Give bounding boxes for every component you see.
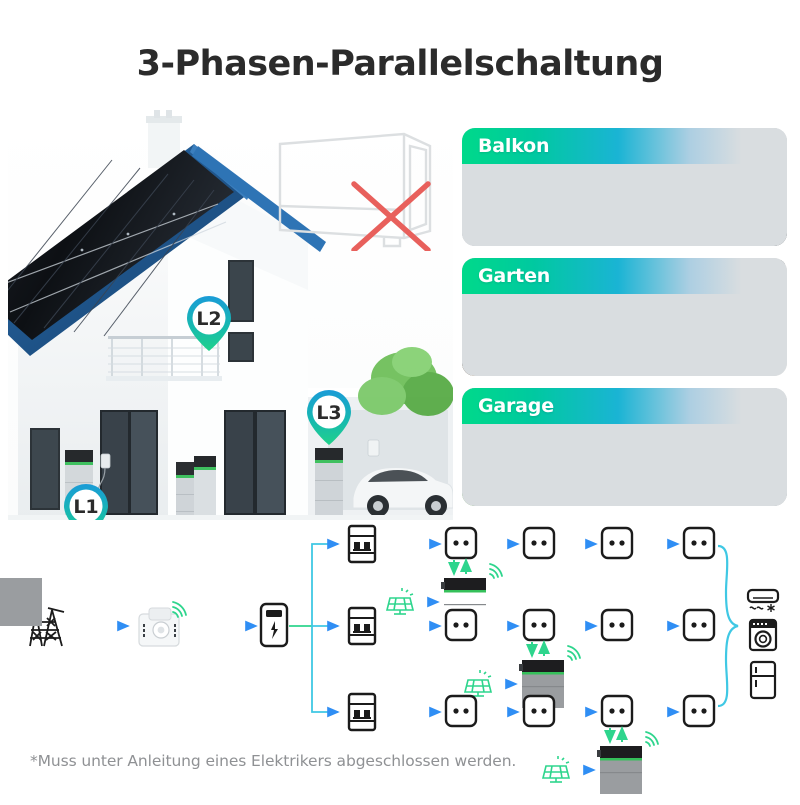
wifi-signal-icon xyxy=(645,731,659,747)
page-title: 3-Phasen-Parallelschaltung xyxy=(136,44,664,84)
garage-label: Garage xyxy=(478,395,554,417)
scenario-card-garage[interactable]: Garage xyxy=(462,388,787,506)
wall-socket-icon xyxy=(522,694,556,728)
solar-panel-icon xyxy=(463,670,493,697)
balkon-label: Balkon xyxy=(478,135,550,157)
circuit-breaker-icon xyxy=(347,524,377,564)
balcony-railing xyxy=(106,336,222,381)
solar-panel-icon xyxy=(385,588,415,615)
scenario-card-balkon[interactable]: Balkon xyxy=(462,128,787,246)
electric-car xyxy=(352,467,454,517)
wifi-signal-icon xyxy=(567,645,581,661)
wifi-signal-icon xyxy=(489,563,503,579)
wallbox-carport xyxy=(367,439,380,457)
circuit-breaker-icon xyxy=(347,606,377,646)
red-cross-icon xyxy=(351,181,431,253)
wall-socket-icon xyxy=(444,608,478,642)
battery-storage-unit-icon xyxy=(0,558,503,626)
distribution-box-icon xyxy=(259,602,289,648)
wall-socket-icon xyxy=(682,694,716,728)
wall-socket-icon xyxy=(600,694,634,728)
tree-decoration xyxy=(358,347,454,416)
wire-trunk-to-l1 xyxy=(311,538,340,626)
three-phase-parallel-wiring-diagram xyxy=(0,516,800,800)
garage-banner: Garage xyxy=(462,388,787,424)
wall-socket-icon xyxy=(522,608,556,642)
wall-socket-icon xyxy=(682,526,716,560)
washing-machine-icon xyxy=(748,618,778,652)
wall-socket-icon xyxy=(444,526,478,560)
appliance-group-brace xyxy=(717,544,739,708)
phase-marker-l1-label: L1 xyxy=(73,496,98,518)
house-svg: L1 L2 L3 xyxy=(0,110,454,539)
battery-unit-l3 xyxy=(315,448,343,520)
roof-solar-panels xyxy=(0,150,234,340)
phase-marker-l3: L3 xyxy=(307,390,351,445)
wall-socket-icon xyxy=(682,608,716,642)
wifi-signal-icon xyxy=(172,601,187,618)
battery-storage-unit-icon xyxy=(597,726,659,794)
wire-trunk-to-l3 xyxy=(311,626,340,718)
garten-label: Garten xyxy=(478,265,551,287)
garten-banner: Garten xyxy=(462,258,787,294)
footnote-text: *Muss unter Anleitung eines Elektrikers … xyxy=(30,752,517,770)
phase-marker-l3-label: L3 xyxy=(316,402,341,424)
battery-unit-upper xyxy=(194,456,216,518)
refrigerator-icon xyxy=(749,660,777,700)
scenario-card-garten[interactable]: Garten xyxy=(462,258,787,376)
wall-socket-icon xyxy=(600,526,634,560)
solar-panel-icon xyxy=(541,756,571,783)
house-installation-illustration: L1 L2 L3 xyxy=(0,110,454,539)
wall-socket-icon xyxy=(522,526,556,560)
balkon-banner: Balkon xyxy=(462,128,787,164)
outline-drawing xyxy=(278,132,432,248)
invalid-configuration-crossed-out xyxy=(272,126,457,253)
wall-socket-icon xyxy=(444,694,478,728)
air-conditioner-icon xyxy=(746,588,780,612)
phase-marker-l2: L2 xyxy=(187,296,231,351)
wall-socket-icon xyxy=(600,608,634,642)
circuit-breaker-icon xyxy=(347,692,377,732)
phase-marker-l2-label: L2 xyxy=(196,308,221,330)
smart-meter-icon xyxy=(138,601,187,647)
